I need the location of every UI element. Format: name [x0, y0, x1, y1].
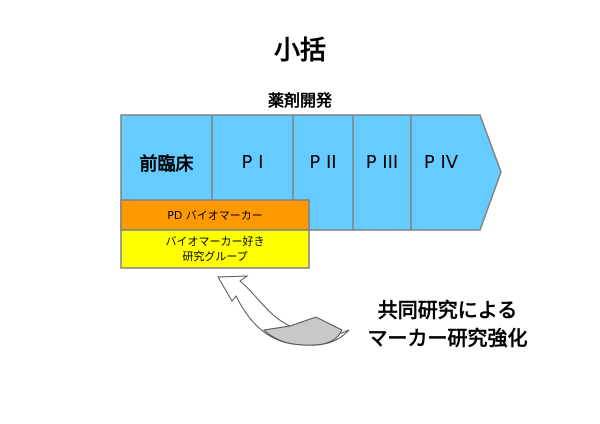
phase-preclinical: 前臨床: [139, 153, 194, 175]
drug-development-label: 薬剤開発: [267, 91, 332, 110]
collaboration-note: 共同研究による マーカー研究強化: [340, 296, 555, 352]
research-group-line2: 研究グループ: [182, 250, 248, 263]
slide-title: 小括: [273, 36, 326, 66]
pd-biomarker-box: [120, 199, 310, 231]
curved-arrow-tail: [262, 316, 343, 346]
phase-1: P I: [241, 152, 264, 173]
note-line2: マーカー研究強化: [367, 326, 528, 350]
research-group-label: バイオマーカー好き 研究グループ: [121, 230, 309, 268]
pd-biomarker-label: PD バイオマーカー: [167, 208, 263, 222]
note-line1: 共同研究による: [377, 298, 518, 322]
phase-2: P II: [309, 152, 337, 173]
research-group-line1: バイオマーカー好き: [165, 235, 265, 248]
phase-4: P IV: [423, 152, 459, 173]
phase-3: P III: [365, 152, 399, 173]
research-group-box: [120, 229, 310, 269]
